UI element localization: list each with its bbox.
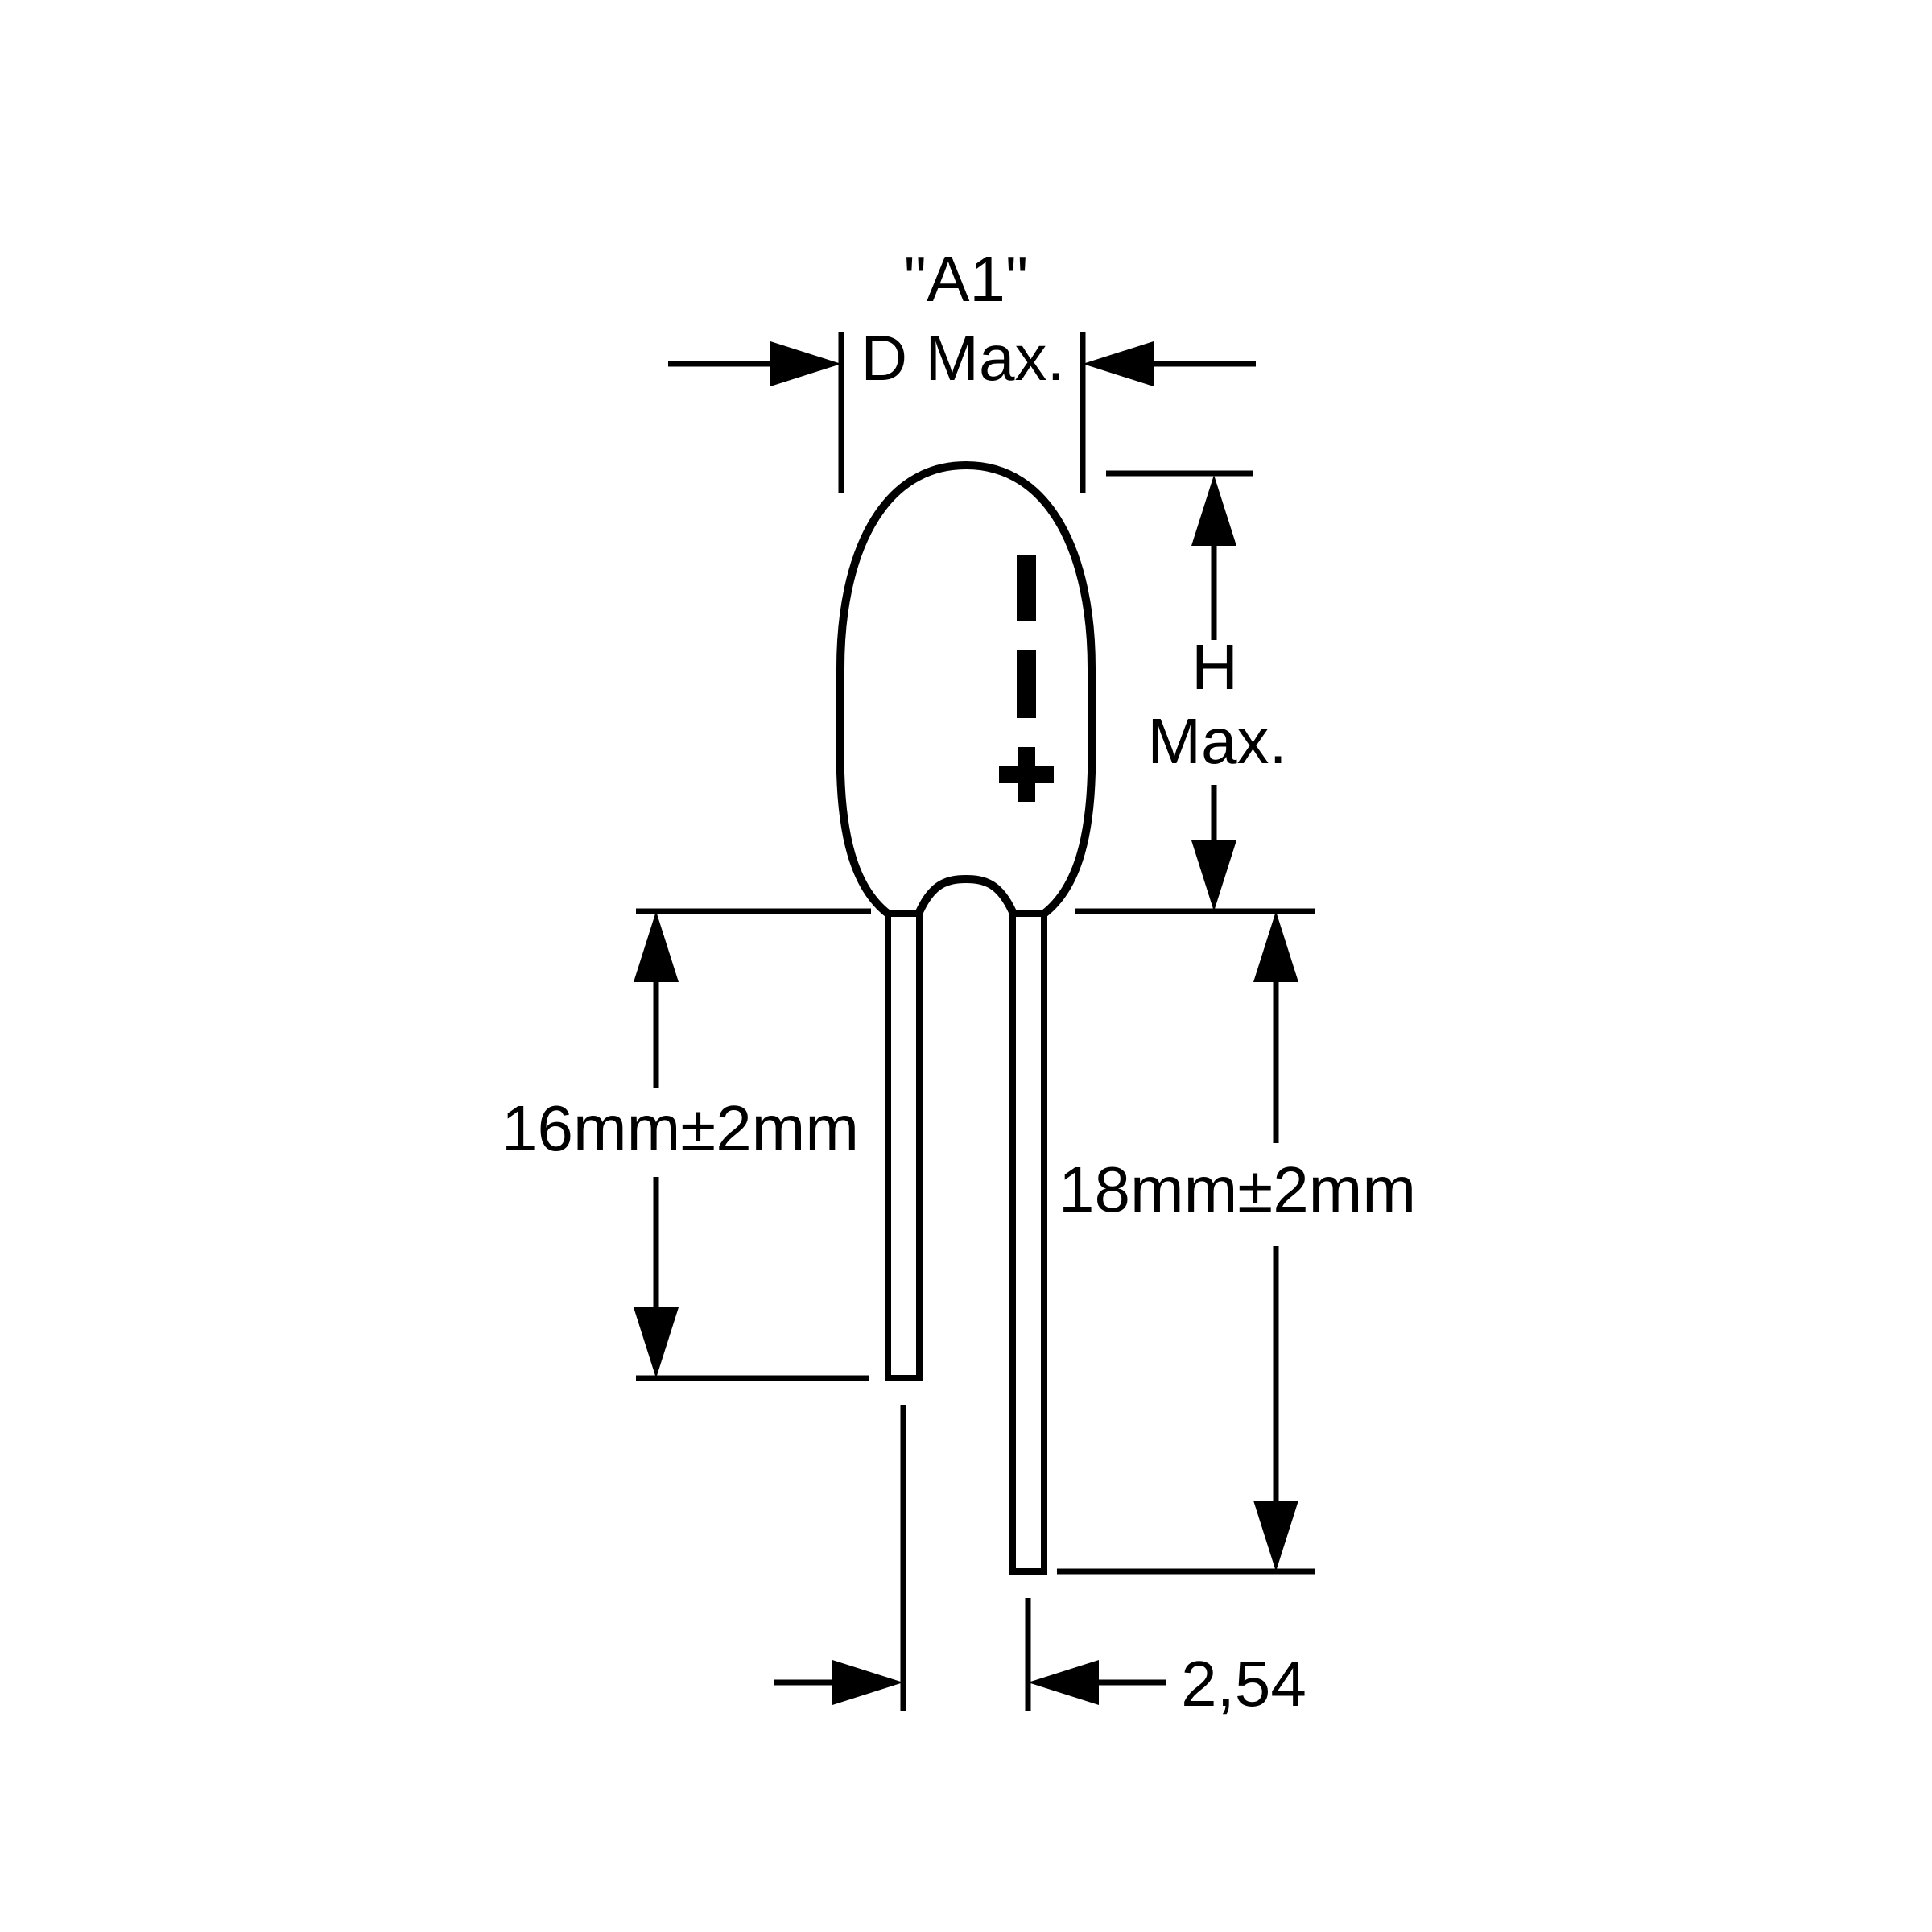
dim-right-lead: 18mm±2mm: [1057, 911, 1416, 1575]
height-arrowhead-up: [1191, 475, 1236, 546]
case-code-label: "A1": [904, 243, 1029, 315]
diameter-arrowhead-left: [770, 341, 841, 386]
height-label-line1: H: [1191, 631, 1238, 703]
diameter-label: D Max.: [861, 322, 1064, 394]
height-arrowhead-down: [1191, 840, 1236, 911]
spacing-arrowhead-right: [1028, 1660, 1099, 1705]
dim-diameter: "A1" D Max.: [668, 243, 1256, 493]
polarity-dash-1: [1017, 555, 1036, 621]
left-lead-arrowhead-up: [634, 911, 679, 982]
dim-left-lead: 16mm±2mm: [502, 908, 871, 1381]
left-lead-arrowhead-down: [634, 1307, 679, 1378]
left-lead: [885, 910, 923, 1381]
right-lead-arrowhead-up: [1253, 911, 1298, 982]
lead-spacing-label: 2,54: [1181, 1648, 1307, 1719]
left-lead-length-label: 16mm±2mm: [502, 1092, 859, 1164]
right-lead: [1009, 910, 1047, 1575]
polarity-plus-vertical: [1018, 747, 1035, 802]
capacitor-body: [836, 460, 1096, 1575]
diameter-arrowhead-right: [1083, 341, 1154, 386]
body-outline: [836, 460, 1096, 917]
spacing-arrowhead-left: [832, 1660, 903, 1705]
body-bottom-notch: [915, 874, 1017, 914]
right-lead-arrowhead-down: [1253, 1501, 1298, 1571]
height-label-line2: Max.: [1147, 705, 1286, 777]
dim-lead-spacing: 2,54: [774, 1405, 1307, 1719]
polarity-dash-2: [1017, 650, 1036, 718]
polarity-marking: [999, 555, 1054, 802]
right-lead-length-label: 18mm±2mm: [1059, 1154, 1416, 1225]
dim-height: H Max.: [1075, 470, 1315, 914]
